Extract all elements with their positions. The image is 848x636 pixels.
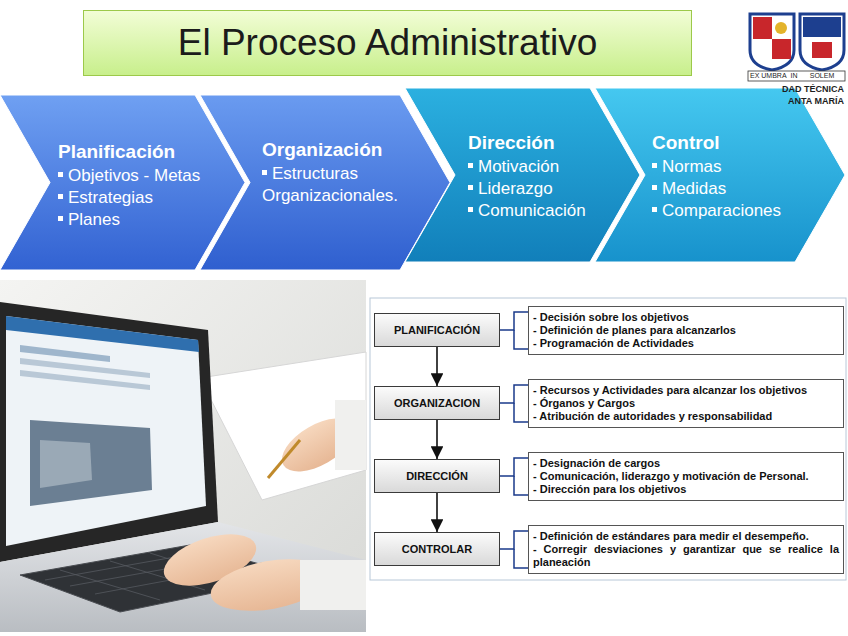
stage-item: Planes — [58, 209, 205, 231]
screen-photo — [30, 420, 152, 506]
stage-heading: Dirección — [468, 132, 600, 154]
description-line: - Comunicación, liderazgo y motivación d… — [533, 470, 839, 483]
laptop-base — [0, 522, 366, 632]
flow-arrow — [436, 347, 438, 386]
chevron-fill — [595, 88, 845, 262]
description-box: - Decisión sobre los objetivos- Definici… — [528, 306, 844, 355]
stage-item: Medidas — [652, 178, 805, 200]
connectors — [437, 312, 528, 568]
motto-text: SOLEM — [802, 72, 842, 80]
stage-box: CONTROLAR — [374, 532, 500, 566]
hands — [158, 400, 366, 619]
chevron-content: OrganizaciónEstructuras Organizacionales… — [262, 139, 410, 207]
flow-panel — [370, 298, 846, 580]
crest-band — [803, 17, 841, 37]
description-line: - Órganos y Cargos — [533, 397, 839, 410]
bracket-connector — [500, 385, 528, 403]
sleeve — [300, 560, 366, 610]
paper-sheet — [200, 352, 366, 500]
university-crest — [748, 14, 845, 81]
screen-line — [20, 345, 110, 362]
screen-display — [6, 316, 206, 546]
stage-item: Liderazgo — [468, 178, 600, 200]
stage-item: Estructuras Organizacionales. — [262, 163, 410, 207]
chevron-fill — [200, 95, 450, 270]
screen-header — [6, 316, 199, 352]
bracket-connector — [500, 458, 528, 476]
description-line: - Definición de planes para alcanzarlos — [533, 324, 839, 337]
chevron-fill — [0, 95, 245, 270]
pen — [268, 440, 300, 478]
screen-photo-detail — [40, 440, 92, 488]
stage-box: PLANIFICACIÓN — [374, 313, 500, 347]
stage-heading: Planificación — [58, 141, 205, 163]
stage-item: Normas — [652, 156, 805, 178]
description-line: - Programación de Actividades — [533, 337, 839, 350]
motto-text: IN — [787, 72, 801, 80]
flow-arrow — [436, 420, 438, 459]
stage-heading: DIRECCIÓN — [406, 470, 468, 482]
crest-tower — [812, 42, 832, 58]
chevron-content: ControlNormasMedidasComparaciones — [652, 132, 805, 222]
description-line: - Decisión sobre los objetivos — [533, 311, 839, 324]
crest-sun — [775, 22, 787, 34]
key-col — [60, 570, 160, 600]
bracket-connector — [500, 531, 528, 549]
photo-ground — [0, 280, 366, 632]
chevron-content: DirecciónMotivaciónLiderazgoComunicación — [468, 132, 600, 222]
stage-heading: PLANIFICACIÓN — [394, 324, 480, 336]
description-line: - Recursos y Actividades para alcanzar l… — [533, 384, 839, 397]
stage-heading: Control — [652, 132, 805, 154]
stage-item: Objetivos - Metas — [58, 165, 205, 187]
laptop-photo — [0, 280, 366, 632]
bracket-connector — [500, 312, 528, 330]
motto-text: EX UMBRA — [750, 72, 786, 80]
flow-arrow — [436, 493, 438, 532]
crest-quarter — [772, 39, 791, 59]
stage-item: Motivación — [468, 156, 600, 178]
stage-item: Estrategias — [58, 187, 205, 209]
title-banner: El Proceso Administrativo — [83, 10, 692, 76]
bracket-tail — [514, 476, 528, 495]
title: El Proceso Administrativo — [178, 22, 598, 64]
description-box: - Recursos y Actividades para alcanzar l… — [528, 379, 844, 428]
screen-line — [20, 370, 150, 390]
stage-item: Comparaciones — [652, 200, 805, 222]
chevron-content: PlanificaciónObjetivos - MetasEstrategia… — [58, 141, 205, 231]
bracket-tail — [514, 330, 528, 349]
crest-quarter — [753, 17, 772, 39]
description-box: - Designación de cargos- Comunicación, l… — [528, 452, 844, 501]
screen-bezel — [0, 302, 218, 562]
crest-shield — [750, 14, 794, 70]
stage-heading: ORGANIZACION — [394, 397, 480, 409]
institution-name: DAD TÉCNICA — [760, 84, 844, 94]
stage-box: ORGANIZACION — [374, 386, 500, 420]
process-chevron: ControlNormasMedidasComparaciones — [595, 88, 845, 262]
stage-heading: CONTROLAR — [402, 543, 472, 555]
process-chevron: OrganizaciónEstructuras Organizacionales… — [200, 95, 450, 270]
description-line: - Atribución de autoridades y responsabi… — [533, 410, 839, 423]
chevron-fill — [405, 88, 640, 262]
stage-item: Comunicación — [468, 200, 600, 222]
process-chevron: PlanificaciónObjetivos - MetasEstrategia… — [0, 95, 245, 270]
description-line: - Dirección para los objetivos — [533, 483, 839, 496]
institution-name: ANTA MARÍA — [760, 96, 844, 106]
motto-bar — [748, 71, 845, 81]
stage-box: DIRECCIÓN — [374, 459, 500, 493]
bracket-tail — [514, 549, 528, 568]
stage-heading: Organización — [262, 139, 410, 161]
description-line: - Definición de estándares para medir el… — [533, 530, 839, 543]
description-line: - Designación de cargos — [533, 457, 839, 470]
crest-shield — [800, 14, 844, 70]
bracket-tail — [514, 403, 528, 422]
description-box: - Definición de estándares para medir el… — [528, 525, 844, 574]
process-chevron: DirecciónMotivaciónLiderazgoComunicación — [405, 88, 640, 262]
sleeve — [335, 400, 366, 470]
description-line: - Corregir desviaciones y garantizar que… — [533, 543, 839, 569]
